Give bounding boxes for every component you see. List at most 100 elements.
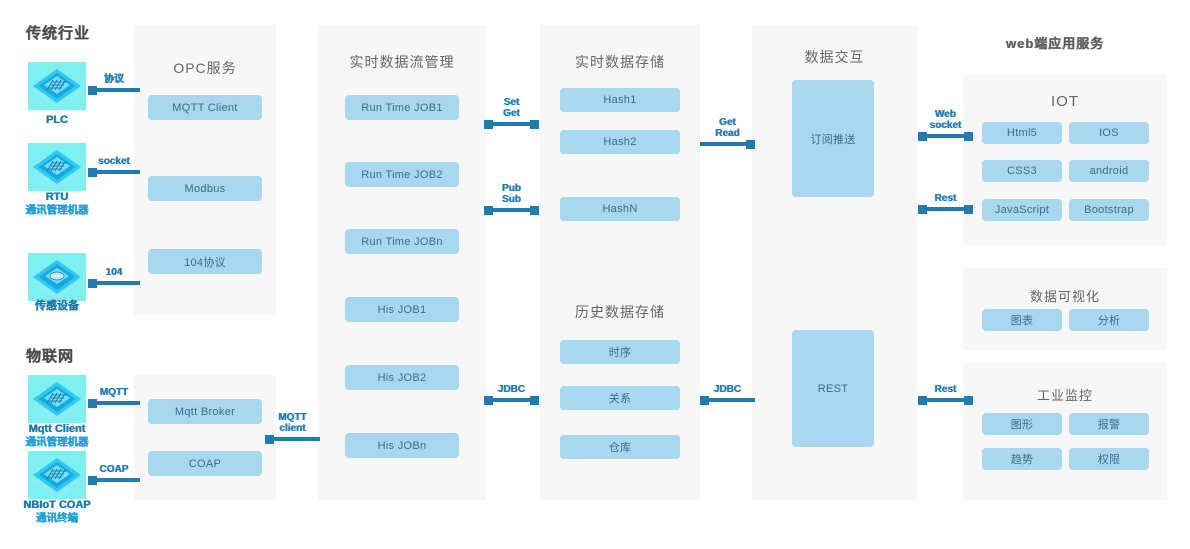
mqtt-client-label-main: Mqtt Client	[28, 423, 86, 435]
chip-layers-icon	[32, 69, 82, 107]
data-exchange-title: 数据交互	[804, 49, 865, 65]
chip-his-job2[interactable]: His JOB2	[345, 365, 459, 390]
connector-line	[484, 398, 539, 402]
connector-line	[484, 122, 539, 126]
rtu-device-label: RTU 通讯管理机器	[2, 191, 112, 217]
connector-line	[918, 134, 973, 138]
monitoring-title: 工业监控	[1036, 388, 1093, 403]
connector-endpoint-left	[88, 475, 97, 485]
chip-ios[interactable]: IOS	[1069, 122, 1149, 144]
connector-line	[88, 281, 140, 285]
connector-line	[88, 401, 140, 405]
connector-label: MQTT	[99, 387, 129, 398]
realtime-storage-title: 实时数据存储	[575, 54, 665, 70]
mqtt-client-device-icon-tile	[28, 375, 86, 423]
rtu-label-main: RTU	[45, 191, 69, 203]
chip-alarm[interactable]: 报警	[1069, 413, 1149, 435]
chip-hash1[interactable]: Hash1	[560, 88, 680, 112]
chip-mqtt-broker[interactable]: Mqtt Broker	[148, 399, 262, 424]
chip-his-jobn[interactable]: His JOBn	[345, 433, 459, 458]
connector-mqtt: MQTT	[88, 387, 140, 408]
connector-endpoint-right	[530, 205, 539, 215]
chip-css3[interactable]: CSS3	[982, 160, 1062, 182]
chip-time-series[interactable]: 时序	[560, 340, 680, 364]
visualization-title: 数据可视化	[1029, 289, 1100, 304]
connector-endpoint-left	[484, 205, 493, 215]
connector-endpoint-left	[918, 131, 927, 141]
chip-trend[interactable]: 趋势	[982, 448, 1062, 470]
plc-device-label: PLC	[2, 114, 112, 127]
chip-hash2[interactable]: Hash2	[560, 130, 680, 154]
opc-service-iot-panel	[134, 375, 276, 500]
connector-endpoint-right	[964, 395, 973, 405]
chip-analysis[interactable]: 分析	[1069, 309, 1149, 331]
chip-permission[interactable]: 权限	[1069, 448, 1149, 470]
connector-endpoint-left	[918, 395, 927, 405]
chip-html5[interactable]: Html5	[982, 122, 1062, 144]
connector-endpoint-left	[484, 119, 493, 129]
chip-his-job1[interactable]: His JOB1	[345, 297, 459, 322]
connector-line	[700, 142, 755, 146]
sensor-device-icon-tile	[28, 253, 86, 301]
chip-graphics[interactable]: 图形	[982, 413, 1062, 435]
chip-android[interactable]: android	[1069, 160, 1149, 182]
connector-label: Rest	[934, 193, 957, 204]
stream-management-title: 实时数据流管理	[349, 54, 455, 70]
chip-run-time-jobn[interactable]: Run Time JOBn	[345, 229, 459, 254]
nbiot-coap-device-icon-tile	[28, 451, 86, 499]
chip-warehouse[interactable]: 仓库	[560, 435, 680, 459]
nbiot-coap-device-label: NBIoT COAP 通讯终端	[2, 499, 112, 525]
connector-endpoint-left	[700, 395, 709, 405]
rtu-device-icon-tile	[28, 143, 86, 191]
connector-label: COAP	[99, 464, 129, 475]
chip-hashn[interactable]: HashN	[560, 197, 680, 221]
connector-plc-protocol: 协议	[88, 74, 140, 95]
chip-javascript[interactable]: JavaScript	[982, 199, 1062, 221]
connector-endpoint-left	[484, 395, 493, 405]
chip-rest[interactable]: REST	[792, 330, 874, 447]
chip-modbus[interactable]: Modbus	[148, 176, 262, 201]
chip-charts[interactable]: 图表	[982, 309, 1062, 331]
opc-service-title: OPC服务	[173, 60, 237, 76]
chip-104-protocol[interactable]: 104协议	[148, 249, 262, 274]
connector-label: socket	[98, 156, 130, 167]
chip-run-time-job2[interactable]: Run Time JOB2	[345, 162, 459, 187]
connector-endpoint-left	[265, 434, 274, 444]
connector-label: JDBC	[713, 384, 742, 395]
mqtt-client-label-sub: 通讯管理机器	[25, 436, 89, 448]
connector-line	[88, 170, 140, 174]
connector-rtu-socket: socket	[88, 156, 140, 177]
connector-line	[918, 398, 973, 402]
connector-jdbc-right: JDBC	[700, 384, 755, 405]
chip-bootstrap[interactable]: Bootstrap	[1069, 199, 1149, 221]
sensor-label-sub: 传感设备	[35, 300, 79, 312]
right-header-web-services: web端应用服务	[1006, 36, 1105, 51]
connector-endpoint-right	[746, 139, 755, 149]
connector-rest-top: Rest	[918, 193, 973, 214]
connector-endpoint-right	[964, 204, 973, 214]
chip-mqtt-client[interactable]: MQTT Client	[148, 95, 262, 120]
history-storage-panel: 历史数据存储	[540, 270, 700, 500]
history-storage-title: 历史数据存储	[575, 304, 665, 320]
connector-label: 协议	[104, 74, 124, 85]
connector-label: JDBC	[497, 384, 526, 395]
connector-label: 104	[105, 267, 123, 278]
chip-layers-icon	[32, 150, 82, 188]
connector-endpoint-left	[88, 278, 97, 288]
sensor-device-label: 传感设备	[2, 300, 112, 313]
connector-line	[88, 478, 140, 482]
chip-subscribe-push[interactable]: 订阅推送	[792, 80, 874, 197]
chip-coap[interactable]: COAP	[148, 451, 262, 476]
chip-relational[interactable]: 关系	[560, 386, 680, 410]
iot-title: IOT	[1051, 93, 1079, 110]
chip-run-time-job1[interactable]: Run Time JOB1	[345, 95, 459, 120]
